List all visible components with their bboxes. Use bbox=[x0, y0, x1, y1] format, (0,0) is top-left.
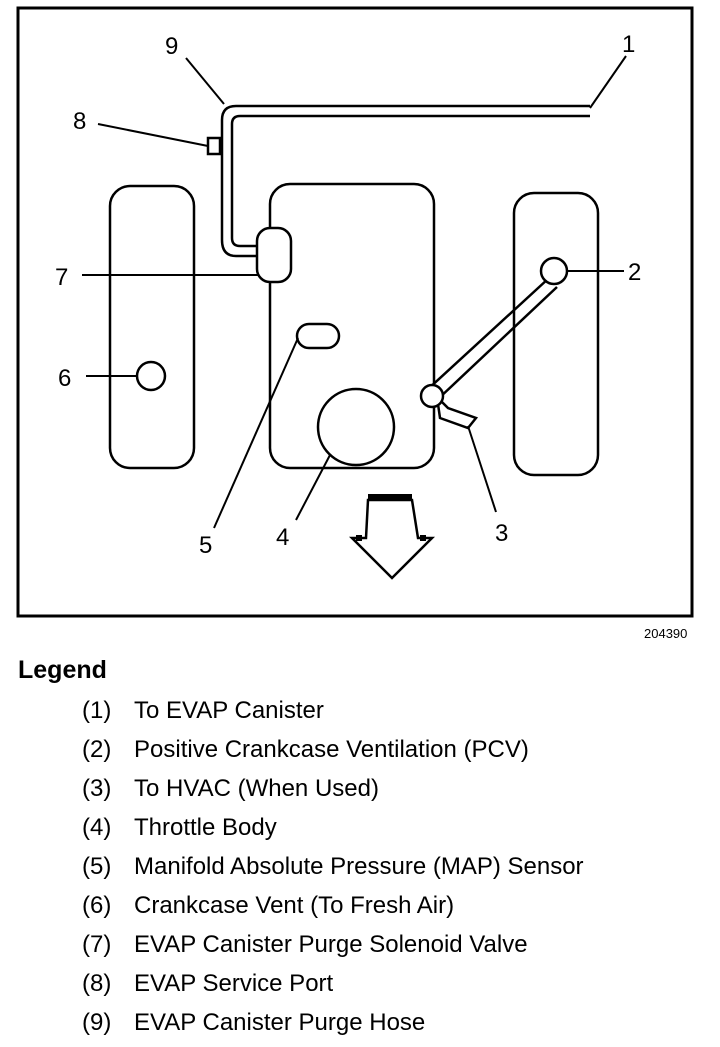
pcv-hose-line-a bbox=[426, 277, 550, 391]
callout-5: 5 bbox=[199, 532, 212, 559]
legend-number: (7) bbox=[82, 931, 112, 958]
legend-number: (1) bbox=[82, 697, 112, 724]
arrow-head-block bbox=[368, 494, 412, 502]
callout-8: 8 bbox=[73, 108, 86, 135]
callout-6: 6 bbox=[58, 365, 71, 392]
purge-hose-outer bbox=[220, 104, 590, 258]
legend-text: To EVAP Canister bbox=[134, 697, 324, 724]
throttle-body bbox=[316, 387, 396, 467]
callout-3: 3 bbox=[495, 520, 508, 547]
arrow-right-tab bbox=[420, 535, 426, 541]
legend-item: (8) EVAP Service Port bbox=[82, 969, 584, 1008]
legend-text: To HVAC (When Used) bbox=[134, 775, 379, 802]
right-valve-cover bbox=[512, 191, 600, 477]
leader-5 bbox=[213, 337, 299, 529]
legend-title: Legend bbox=[18, 656, 107, 684]
pcv-hose-line-b bbox=[436, 286, 558, 401]
legend-text: EVAP Service Port bbox=[134, 970, 334, 997]
leader-3 bbox=[467, 425, 497, 513]
callout-1: 1 bbox=[622, 31, 635, 58]
legend-text: Manifold Absolute Pressure (MAP) Sensor bbox=[134, 853, 584, 880]
leader-4 bbox=[295, 454, 331, 521]
crankcase-vent bbox=[135, 360, 167, 392]
map-sensor bbox=[295, 322, 341, 350]
arrow-left-tab bbox=[356, 535, 362, 541]
figure-id: 204390 bbox=[644, 626, 687, 641]
legend-number: (9) bbox=[82, 1009, 112, 1036]
legend-text: Positive Crankcase Ventilation (PCV) bbox=[134, 736, 529, 763]
legend-item: (5) Manifold Absolute Pressure (MAP) Sens… bbox=[82, 852, 584, 891]
evap-service-port bbox=[206, 136, 222, 156]
purge-solenoid-valve bbox=[255, 226, 293, 284]
legend-number: (4) bbox=[82, 814, 112, 841]
leader-8 bbox=[97, 123, 209, 147]
pcv-inlet-fitting bbox=[419, 383, 445, 409]
left-valve-cover bbox=[108, 184, 196, 470]
purge-hose-inner bbox=[230, 114, 590, 248]
callout-2: 2 bbox=[628, 259, 641, 286]
legend-number: (8) bbox=[82, 970, 112, 997]
front-arrow bbox=[348, 498, 436, 580]
pcv-valve bbox=[539, 256, 569, 286]
engine-diagram: 1 2 3 4 5 6 7 8 9 204390 bbox=[16, 6, 694, 641]
legend-item: (3) To HVAC (When Used) bbox=[82, 774, 584, 813]
hvac-fitting bbox=[435, 393, 479, 430]
legend-item: (2) Positive Crankcase Ventilation (PCV) bbox=[82, 735, 584, 774]
legend-text: EVAP Canister Purge Solenoid Valve bbox=[134, 931, 528, 958]
legend-list: (1) To EVAP Canister (2) Positive Crankcas… bbox=[82, 696, 584, 1047]
legend-text: Crankcase Vent (To Fresh Air) bbox=[134, 892, 455, 919]
legend-item: (7) EVAP Canister Purge Solenoid Valve bbox=[82, 930, 584, 969]
legend-number: (3) bbox=[82, 775, 112, 802]
legend-item: (9) EVAP Canister Purge Hose bbox=[82, 1008, 584, 1047]
diagram-frame bbox=[16, 6, 694, 618]
legend-item: (6) Crankcase Vent (To Fresh Air) bbox=[82, 891, 584, 930]
callout-9: 9 bbox=[165, 33, 178, 60]
leader-1 bbox=[589, 55, 627, 109]
legend-number: (2) bbox=[82, 736, 112, 763]
callout-7: 7 bbox=[55, 264, 68, 291]
callout-4: 4 bbox=[276, 524, 289, 551]
legend-item: (4) Throttle Body bbox=[82, 813, 584, 852]
legend-number: (5) bbox=[82, 853, 112, 880]
legend-item: (1) To EVAP Canister bbox=[82, 696, 584, 735]
intake-plenum bbox=[268, 182, 436, 470]
leader-9 bbox=[185, 57, 225, 105]
legend-text: EVAP Canister Purge Hose bbox=[134, 1009, 426, 1036]
legend-number: (6) bbox=[82, 892, 112, 919]
legend-text: Throttle Body bbox=[134, 814, 277, 841]
